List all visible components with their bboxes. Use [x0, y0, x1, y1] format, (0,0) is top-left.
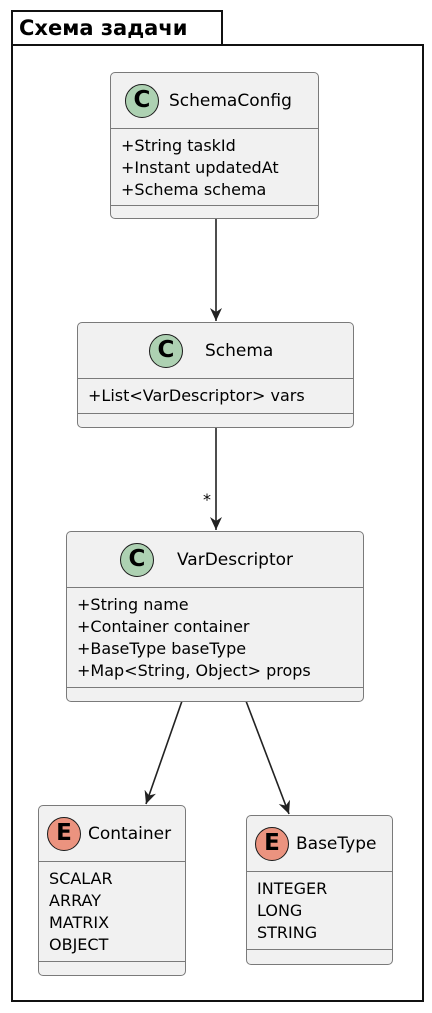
enum-basetype[interactable]: E BaseType INTEGER LONG STRING — [246, 815, 393, 965]
enum-values: SCALAR ARRAY MATRIX OBJECT — [39, 862, 185, 962]
field: +Container container — [77, 617, 250, 636]
enum-name: Container — [88, 823, 172, 844]
enum-value: STRING — [257, 923, 318, 942]
field: +Map<String, Object> props — [77, 661, 311, 680]
class-name: SchemaConfig — [169, 90, 292, 111]
field: +String taskId — [121, 136, 236, 155]
enum-value: OBJECT — [49, 935, 109, 954]
class-fields: +String name +Container container +BaseT… — [67, 588, 363, 688]
multiplicity-label: * — [203, 490, 211, 509]
enum-e-icon: E — [47, 816, 81, 851]
class-vardescriptor[interactable]: C VarDescriptor +String name +Container … — [66, 531, 364, 702]
enum-value: LONG — [257, 901, 303, 920]
enum-header: E BaseType — [247, 816, 392, 872]
enum-value: INTEGER — [257, 879, 328, 898]
class-c-icon: C — [149, 333, 183, 368]
enum-header: E Container — [39, 806, 185, 862]
enum-values: INTEGER LONG STRING — [247, 872, 392, 950]
class-header: C SchemaConfig — [111, 73, 318, 129]
field: +Schema schema — [121, 180, 267, 199]
class-c-icon: C — [125, 83, 159, 118]
enum-value: ARRAY — [49, 891, 102, 910]
field: +Instant updatedAt — [121, 158, 279, 177]
class-name: VarDescriptor — [177, 549, 294, 570]
enum-value: SCALAR — [49, 869, 113, 888]
package-frame — [11, 44, 424, 1002]
field: +String name — [77, 595, 189, 614]
class-schemaconfig[interactable]: C SchemaConfig +String taskId +Instant u… — [110, 72, 319, 219]
class-schema[interactable]: C Schema +List<VarDescriptor> vars — [77, 322, 354, 428]
enum-e-icon: E — [255, 826, 289, 861]
class-fields: +List<VarDescriptor> vars — [78, 379, 353, 414]
enum-value: MATRIX — [49, 913, 110, 932]
class-fields: +String taskId +Instant updatedAt +Schem… — [111, 129, 318, 206]
package-title: Схема задачи — [19, 16, 188, 40]
class-name: Schema — [205, 340, 274, 361]
class-header: C Schema — [78, 323, 353, 379]
edge-vardescriptor-to-basetype — [245, 700, 290, 815]
enum-name: BaseType — [296, 833, 377, 854]
class-header: C VarDescriptor — [67, 532, 363, 588]
field: +List<VarDescriptor> vars — [88, 386, 305, 405]
class-c-icon: C — [120, 542, 154, 577]
edge-vardescriptor-to-container — [144, 700, 183, 805]
field: +BaseType baseType — [77, 639, 247, 658]
enum-container[interactable]: E Container SCALAR ARRAY MATRIX OBJECT — [38, 805, 186, 976]
package-tab — [11, 10, 223, 46]
